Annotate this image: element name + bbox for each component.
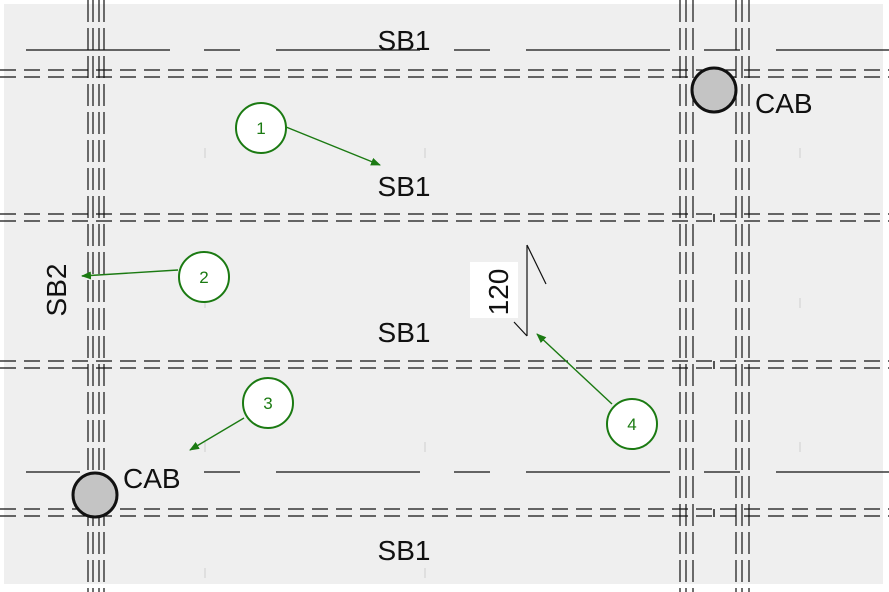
column-top-right (690, 66, 738, 114)
beam-label-row2: SB1 (378, 317, 431, 348)
callout-1: 1 (235, 102, 287, 154)
column-label-top-right: CAB (755, 88, 813, 119)
callout-arrows (81, 126, 613, 451)
drawing-area (4, 4, 883, 584)
beam-label-bottom: SB1 (378, 535, 431, 566)
beam-edge-lines (26, 49, 889, 473)
callout-2-arrow (81, 269, 179, 280)
beam-label-row1: SB1 (378, 171, 431, 202)
callout-1-number: 1 (256, 119, 265, 138)
callout-3: 3 (242, 377, 294, 429)
callout-3-arrow (189, 417, 245, 451)
beam-label-vertical: SB2 (41, 264, 72, 317)
horizontal-beam-lines (0, 69, 889, 517)
beam-label-top: SB1 (378, 25, 431, 56)
callout-4-number: 4 (627, 415, 636, 434)
callout-2: 2 (178, 251, 230, 303)
dimension-label-background (470, 262, 518, 318)
slab-thickness-label: 120 (483, 269, 514, 316)
callout-4-arrow (536, 333, 613, 405)
column-bottom-left (71, 471, 119, 519)
column-label-bottom-left: CAB (123, 463, 181, 494)
callout-2-number: 2 (199, 268, 208, 287)
callout-3-number: 3 (263, 394, 272, 413)
callout-1-arrow (285, 126, 381, 166)
callout-4: 4 (606, 398, 658, 450)
slab-thickness-symbol (513, 244, 547, 337)
